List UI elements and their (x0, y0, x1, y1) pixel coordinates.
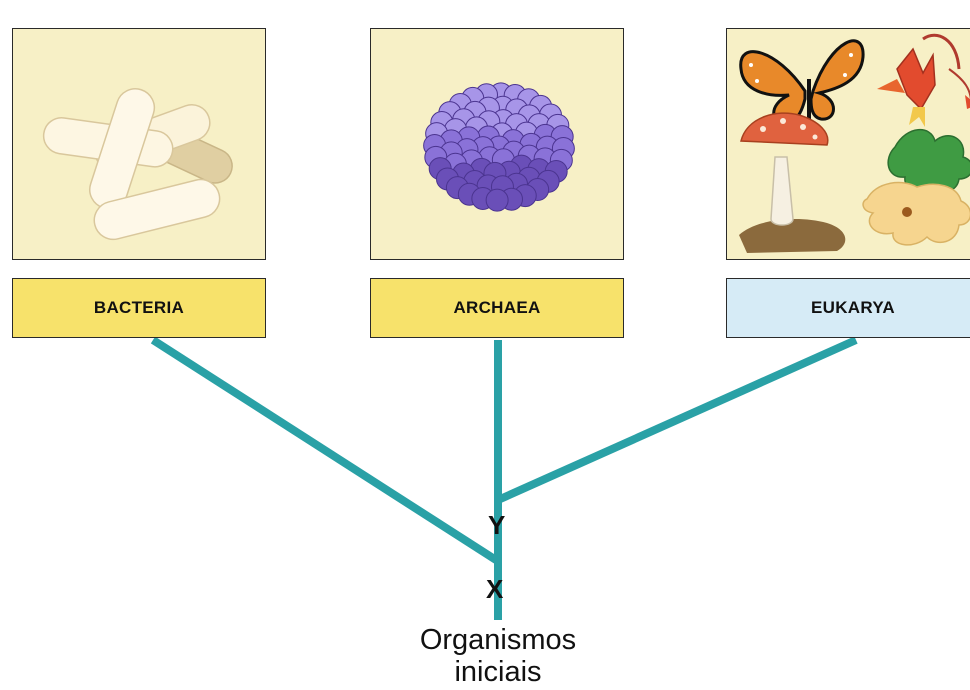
eukarya-branch (498, 340, 856, 500)
root-label-line1: Organismos (380, 624, 616, 656)
node-x-label: X (486, 574, 503, 605)
node-y-label: Y (488, 510, 505, 541)
root-label: Organismos iniciais (380, 624, 616, 688)
archaea-label: ARCHAEA (370, 278, 624, 338)
eukarya-label: EUKARYA (726, 278, 970, 338)
bacteria-branch (153, 340, 496, 560)
root-label-line2: iniciais (380, 656, 616, 688)
bacteria-label: BACTERIA (12, 278, 266, 338)
